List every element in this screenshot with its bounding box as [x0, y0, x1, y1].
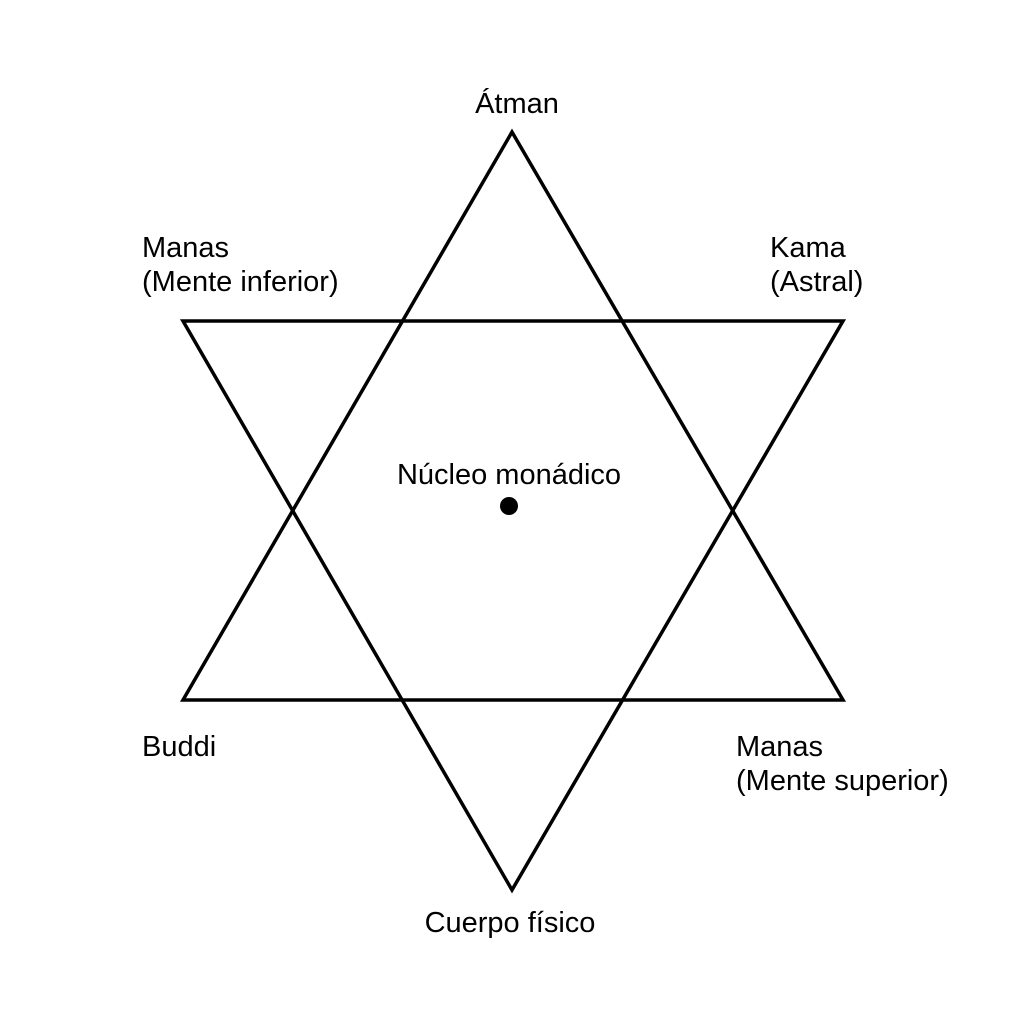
label-nucleo-monadico: Núcleo monádico — [397, 458, 621, 492]
label-manas-superior: Manas (Mente superior) — [736, 730, 949, 798]
upward-triangle — [179, 128, 847, 702]
label-manas-inferior: Manas (Mente inferior) — [142, 231, 339, 299]
label-kama-line2: (Astral) — [770, 266, 864, 298]
label-buddi: Buddi — [142, 730, 216, 764]
label-kama: Kama (Astral) — [770, 231, 863, 299]
label-nucleo-monadico-text: Núcleo monádico — [396, 459, 622, 491]
label-cuerpo-fisico-text: Cuerpo físico — [424, 907, 596, 939]
label-manas-inferior-line2: (Mente inferior) — [142, 266, 339, 298]
label-cuerpo-fisico: Cuerpo físico — [425, 906, 596, 940]
label-manas-superior-line2: (Mente superior) — [736, 765, 949, 797]
label-atman: Átman — [475, 87, 559, 121]
label-kama-line1: Kama — [770, 232, 846, 264]
monadic-nucleus-dot — [500, 497, 518, 515]
label-atman-text: Átman — [475, 88, 559, 120]
label-buddi-text: Buddi — [142, 731, 217, 763]
label-manas-superior-line1: Manas — [736, 731, 824, 763]
downward-triangle — [179, 319, 847, 894]
label-manas-inferior-line1: Manas — [142, 232, 230, 264]
